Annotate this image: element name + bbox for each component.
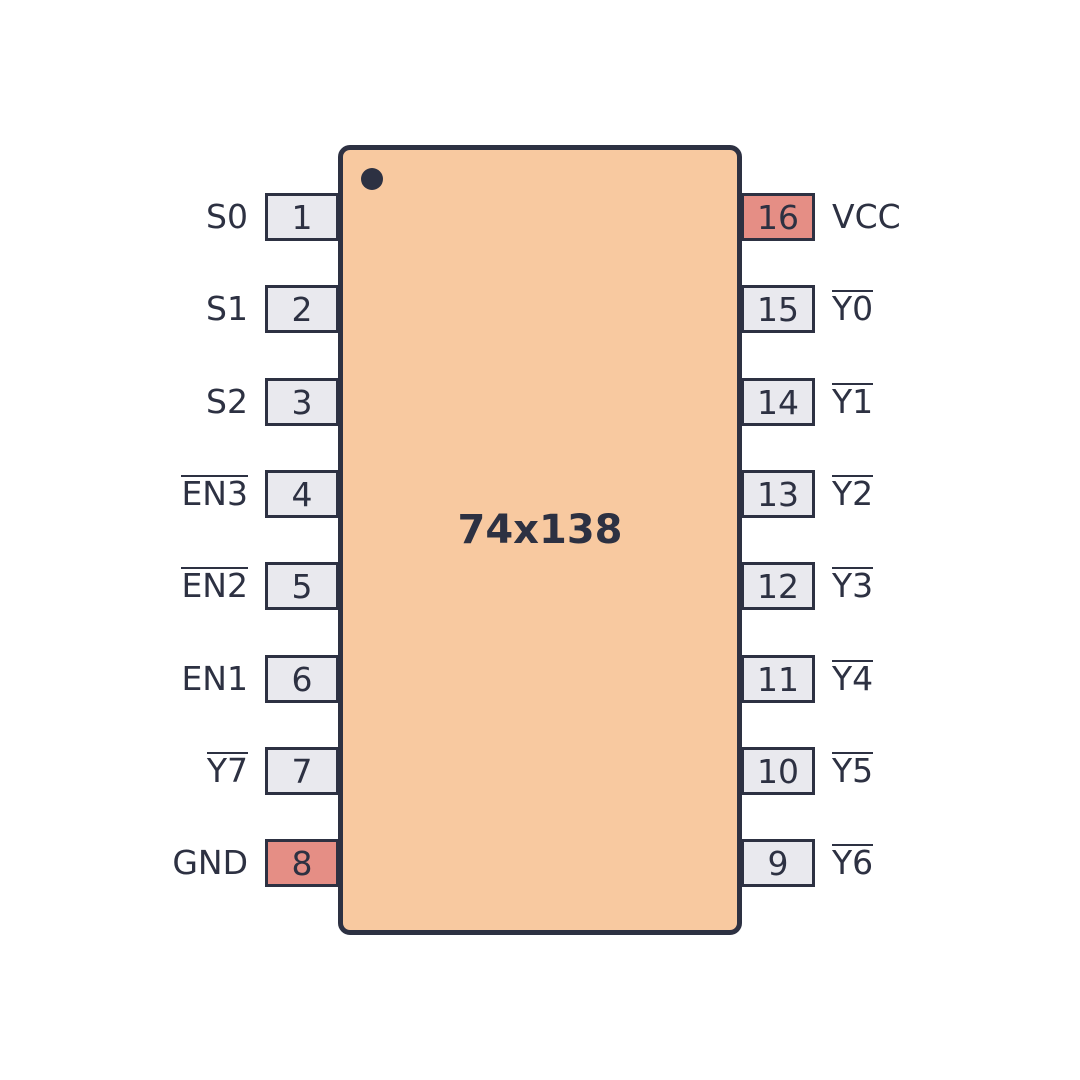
pin-number: 5 <box>291 566 313 606</box>
pin-label-text: Y2 <box>832 474 874 513</box>
pin-1-label: S0 <box>206 193 248 241</box>
pin-16-box: 16 <box>741 193 815 241</box>
pin-7-box: 7 <box>265 747 339 795</box>
pin-number: 6 <box>291 659 313 699</box>
pin-13-label: Y2 <box>832 470 874 518</box>
pin-number: 4 <box>291 474 313 514</box>
pin-2-label: S1 <box>206 285 248 333</box>
pin-10-box: 10 <box>741 747 815 795</box>
pin-5-label: EN2 <box>181 562 248 610</box>
pin-number: 1 <box>291 197 313 237</box>
pin-label-text: EN1 <box>181 659 248 698</box>
pin-label-text: EN3 <box>181 474 248 513</box>
pin-label-text: Y0 <box>832 289 874 328</box>
pin-label-text: Y6 <box>832 843 874 882</box>
pin-9-box: 9 <box>741 839 815 887</box>
pin-7-label: Y7 <box>206 747 248 795</box>
pin-13-box: 13 <box>741 470 815 518</box>
pin-15-box: 15 <box>741 285 815 333</box>
pin-number: 10 <box>757 751 799 791</box>
pin-5-box: 5 <box>265 562 339 610</box>
pin-label-text: Y5 <box>832 751 874 790</box>
pin-number: 13 <box>757 474 799 514</box>
pin-label-text: GND <box>172 843 248 882</box>
pin-number: 7 <box>291 751 313 791</box>
pin-4-box: 4 <box>265 470 339 518</box>
pin-14-box: 14 <box>741 378 815 426</box>
pin-number: 9 <box>767 843 789 883</box>
pin-10-label: Y5 <box>832 747 874 795</box>
pin-6-label: EN1 <box>181 655 248 703</box>
pin-2-box: 2 <box>265 285 339 333</box>
pin-14-label: Y1 <box>832 378 874 426</box>
pin-6-box: 6 <box>265 655 339 703</box>
pin-label-text: S0 <box>206 197 248 236</box>
pin-8-box: 8 <box>265 839 339 887</box>
pin-label-text: Y7 <box>206 751 248 790</box>
pin-number: 14 <box>757 382 799 422</box>
pin-label-text: VCC <box>832 197 901 236</box>
pin-label-text: Y3 <box>832 566 874 605</box>
pin-11-label: Y4 <box>832 655 874 703</box>
pin-number: 3 <box>291 382 313 422</box>
pin-3-label: S2 <box>206 378 248 426</box>
pin-number: 11 <box>757 659 799 699</box>
pin1-indicator-dot <box>361 168 383 190</box>
pin-label-text: S2 <box>206 382 248 421</box>
pin-9-label: Y6 <box>832 839 874 887</box>
pin-number: 15 <box>757 289 799 329</box>
chip-body: 74x138 <box>338 145 742 935</box>
pin-number: 2 <box>291 289 313 329</box>
pin-11-box: 11 <box>741 655 815 703</box>
pin-15-label: Y0 <box>832 285 874 333</box>
pin-label-text: EN2 <box>181 566 248 605</box>
chip-name: 74x138 <box>457 507 623 553</box>
pin-1-box: 1 <box>265 193 339 241</box>
pin-8-label: GND <box>172 839 248 887</box>
pin-number: 8 <box>291 843 313 883</box>
pin-3-box: 3 <box>265 378 339 426</box>
pin-number: 12 <box>757 566 799 606</box>
pin-16-label: VCC <box>832 193 901 241</box>
pin-4-label: EN3 <box>181 470 248 518</box>
pin-12-box: 12 <box>741 562 815 610</box>
pin-label-text: Y4 <box>832 659 874 698</box>
pin-label-text: S1 <box>206 289 248 328</box>
pin-label-text: Y1 <box>832 382 874 421</box>
pin-number: 16 <box>757 197 799 237</box>
pin-12-label: Y3 <box>832 562 874 610</box>
